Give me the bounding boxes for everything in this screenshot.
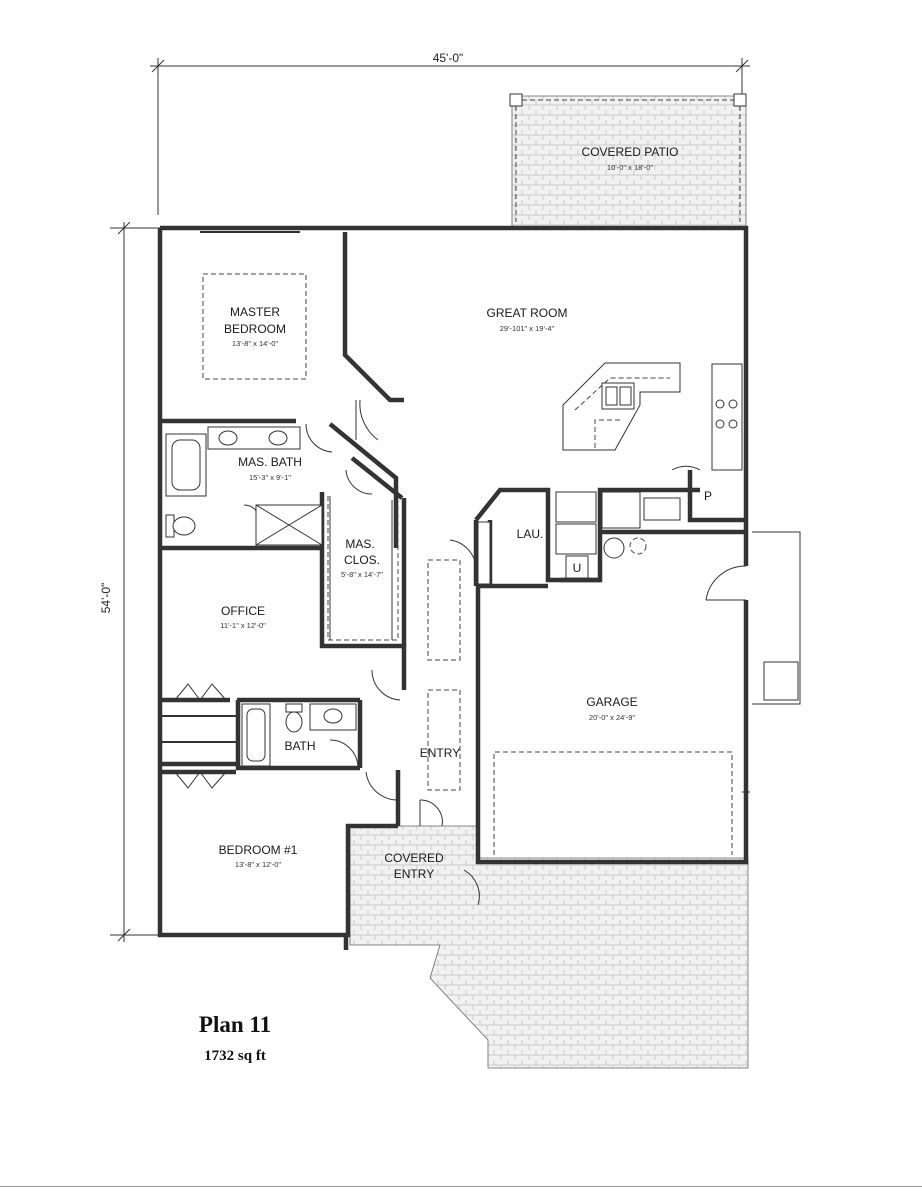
office-label: OFFICE [221, 604, 265, 618]
bedroom1-dims: 13'-8" x 12'-0" [235, 860, 281, 869]
pantry-label: P [704, 489, 712, 503]
bath-label: BATH [284, 739, 315, 753]
mas-clos-label: MAS. [345, 537, 374, 551]
mas-clos-label-2: CLOS. [344, 553, 380, 567]
master-bedroom-dims: 13'-8" x 14'-0" [232, 339, 278, 348]
width-dimension-line [150, 58, 750, 215]
covered-patio-paving [511, 95, 747, 229]
entry-label: ENTRY [420, 746, 460, 760]
master-bedroom-label: MASTER [230, 305, 280, 319]
master-bedroom-label-2: BEDROOM [224, 322, 286, 336]
doors [174, 399, 747, 906]
garage-dims: 20'-0" x 24'-9" [589, 713, 635, 722]
washer [555, 491, 597, 523]
plan-title: Plan 11 [198, 1012, 272, 1037]
mas-clos-dims: 5'-8" x 14'-7" [341, 570, 383, 579]
depth-dimension-line [110, 221, 160, 942]
covered-entry-label: COVERED [384, 851, 444, 865]
office-dims: 11'-1" x 12'-0" [220, 621, 266, 630]
plan-area: 1732 sq ft [204, 1048, 266, 1064]
hall-toilet [285, 703, 303, 713]
laundry-label: LAU. [517, 527, 544, 541]
windows [159, 227, 747, 936]
page-bottom-rule [0, 1186, 922, 1187]
utility-label: U [573, 561, 582, 575]
mas-bath-dims: 15'-3" x 9'-1" [249, 473, 291, 482]
garage-label: GARAGE [586, 695, 637, 709]
dryer [555, 523, 597, 555]
patio-post [733, 93, 747, 107]
exterior-wall [157, 225, 749, 950]
covered-patio-dims: 10'-0" x 18'-0" [607, 163, 653, 172]
kitchen-counter [711, 363, 743, 471]
overall-depth-label: 54'-0" [99, 583, 113, 614]
bedroom1-label: BEDROOM #1 [219, 843, 298, 857]
patio-post [509, 93, 523, 107]
great-room-dims: 29'-101" x 19'-4" [500, 324, 555, 333]
great-room-label: GREAT ROOM [487, 306, 568, 320]
mas-bath-label: MAS. BATH [238, 455, 302, 469]
overall-width-label: 45'-0" [433, 51, 464, 65]
garage-door-outline [493, 751, 733, 855]
master-bed-outline [202, 273, 307, 380]
covered-patio-label: COVERED PATIO [582, 145, 679, 159]
covered-entry-label-2: ENTRY [394, 867, 434, 881]
